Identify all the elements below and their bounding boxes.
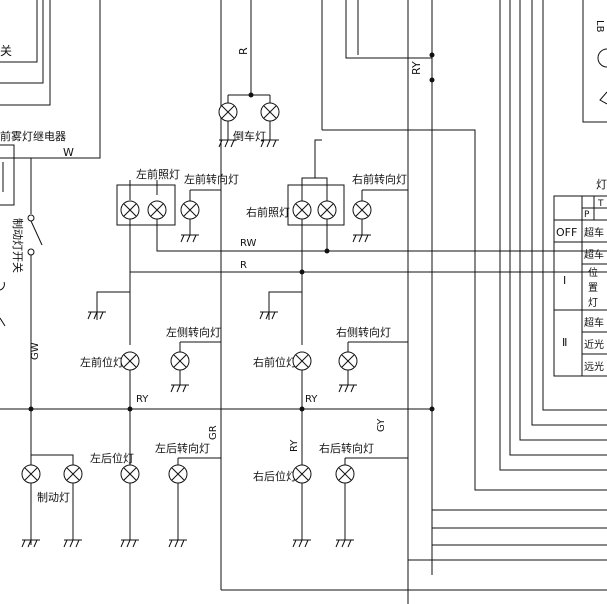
front-fog-relay-label: 前雾灯继电器 [0, 129, 66, 143]
right-side-turn-lamp [338, 351, 358, 371]
brake-switch-label: 制动灯开关 [11, 218, 25, 273]
table-cell: 超车 [584, 316, 604, 329]
left-rear-position-lamp [120, 464, 140, 484]
left-front-position-lamp [120, 351, 140, 371]
right-front-position-label: 右前位灯 [253, 355, 297, 369]
left-headlamp-box [116, 184, 176, 226]
wire-label-r-top: R [237, 47, 250, 55]
table-state-off: OFF [556, 226, 577, 239]
brake-lamp-left [21, 464, 41, 484]
table-header-t: T [597, 199, 604, 209]
ground-icon [335, 539, 354, 548]
wire-label-gw: GW [30, 342, 41, 360]
lb-label: LB [594, 20, 605, 33]
reverse-lamp-left [218, 102, 238, 122]
left-edge-tick [0, 317, 6, 327]
right-headlamp-high [317, 200, 337, 220]
wire-label-ry-vert: RY [289, 439, 300, 452]
wire-label-r-mid: R [240, 260, 247, 271]
right-headlamp-box [287, 184, 345, 226]
wire-label-ry-top: RY [410, 61, 423, 75]
left-side-turn-label: 左侧转向灯 [166, 325, 221, 339]
ground-icon [120, 539, 139, 548]
trunk-lines [220, 0, 607, 604]
right-rear-turn-lamp [335, 464, 355, 484]
wire-label-ry-left: RY [136, 394, 149, 405]
left-front-position-label: 左前位灯 [80, 355, 124, 369]
ground-icon [180, 234, 199, 243]
wire-label-ry-right: RY [305, 394, 318, 405]
ground-icon [63, 539, 82, 548]
table-title: 灯 [596, 178, 607, 191]
reverse-lamp-label: 倒车灯 [233, 129, 266, 143]
wire-label-rw: RW [240, 238, 257, 249]
ground-icon [87, 311, 106, 320]
right-headlamp-low [292, 200, 312, 220]
table-state-2: Ⅱ [562, 336, 567, 349]
right-front-turn-lamp [352, 200, 372, 220]
right-front-position-lamp [292, 351, 312, 371]
ground-icon [170, 384, 189, 393]
left-front-turn-lamp [180, 200, 200, 220]
wire-r-horizontal [129, 219, 607, 273]
table-state-1: Ⅰ [563, 274, 566, 287]
relay-box [0, 144, 15, 206]
wire-label-gy: GY [376, 418, 387, 432]
wire-label-w: W [63, 146, 74, 159]
table-header-p: P [584, 210, 590, 220]
left-headlamp-low [120, 200, 140, 220]
wire [96, 291, 130, 320]
ground-icon [292, 539, 311, 548]
right-rear-position-label: 右后位灯 [253, 469, 297, 483]
wire [301, 177, 328, 185]
brake-lamp-right [63, 464, 83, 484]
left-front-turn-label: 左前转向灯 [184, 172, 239, 186]
right-rear-turn-label: 右后转向灯 [319, 441, 374, 455]
junction-dot [429, 52, 435, 58]
left-rear-turn-lamp [168, 464, 188, 484]
wire-w [0, 0, 101, 159]
right-rear-position-lamp [292, 464, 312, 484]
switch-table [553, 195, 607, 377]
left-rear-position-label: 左后位灯 [90, 451, 134, 465]
wire [314, 139, 322, 178]
switch-label: 关 [0, 44, 12, 58]
ground-icon [218, 139, 237, 148]
left-rear-turn-label: 左后转向灯 [155, 441, 210, 455]
junction-dot [429, 77, 435, 83]
junction-dot [28, 406, 34, 412]
switch-box-outline [0, 0, 51, 106]
ground-icon [338, 384, 357, 393]
ground-icon [260, 139, 279, 148]
switch-face-partial: LB [582, 0, 607, 123]
ground-icon [168, 539, 187, 548]
wire [31, 454, 74, 465]
ground-icon [21, 539, 40, 548]
wire-label-gr: GR [208, 425, 219, 440]
junction-dot [324, 248, 330, 254]
wire-rw-horizontal [156, 219, 607, 252]
wire [268, 291, 302, 320]
table-cell: 超车 [584, 226, 604, 239]
left-headlamp-high [147, 200, 167, 220]
left-headlamp-label: 左前照灯 [136, 167, 180, 181]
table-cell-position: 位置灯 [588, 266, 598, 309]
table-cell: 远光 [584, 360, 604, 373]
table-cell: 近光 [584, 338, 604, 351]
right-front-turn-label: 右前转向灯 [352, 172, 407, 186]
left-edge-arc [0, 281, 5, 291]
right-headlamp-label: 右前照灯 [246, 205, 290, 219]
brake-lamp-label: 制动灯 [37, 491, 70, 504]
left-side-turn-lamp [170, 351, 190, 371]
table-cell: 超车 [584, 248, 604, 261]
ground-icon [259, 311, 278, 320]
junction-dot [248, 92, 254, 98]
ground-icon [352, 234, 371, 243]
right-side-turn-label: 右侧转向灯 [336, 325, 391, 339]
reverse-lamp-right [260, 102, 280, 122]
